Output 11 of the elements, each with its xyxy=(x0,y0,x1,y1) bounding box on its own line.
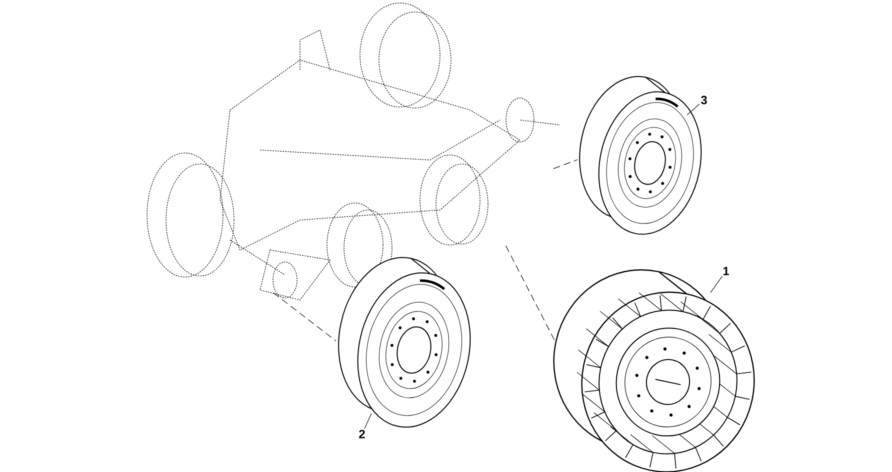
callout-number: 2 xyxy=(359,430,365,438)
tire-drawing xyxy=(338,257,471,428)
callout-number: 3 xyxy=(700,96,707,104)
callout-number: 1 xyxy=(723,266,729,276)
assembly-line xyxy=(553,159,578,169)
leader-line xyxy=(364,413,372,429)
leader-line xyxy=(710,276,722,293)
tire-drawing xyxy=(579,76,702,235)
assembly-line xyxy=(273,292,336,342)
chassis-drawing xyxy=(146,2,560,300)
leader-line xyxy=(686,104,700,116)
